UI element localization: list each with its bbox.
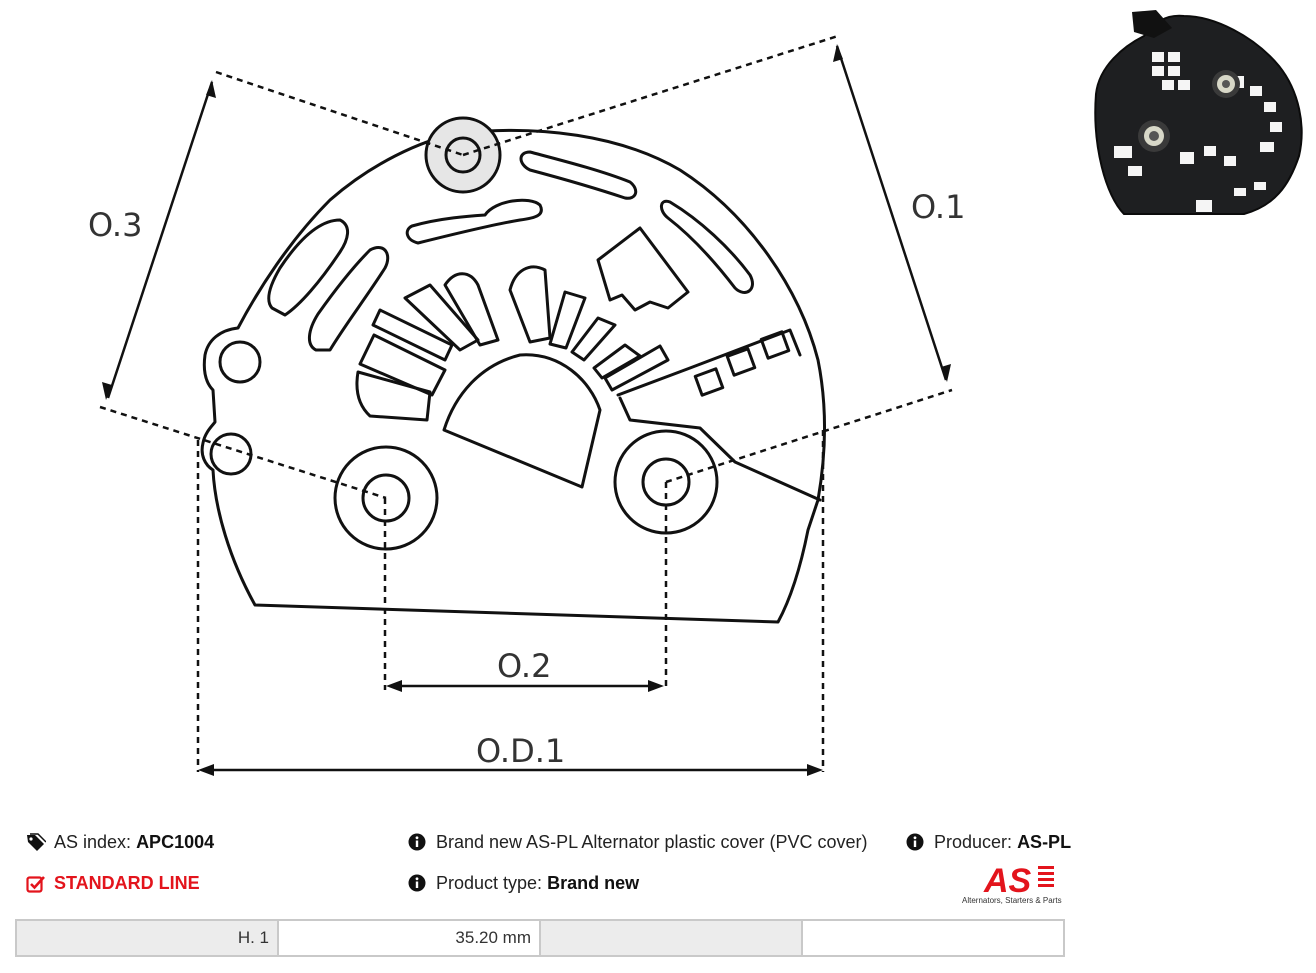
mount-boss-left (333, 445, 439, 551)
dim-label-o3: O.3 (88, 206, 142, 244)
slot-left-outer (267, 218, 349, 317)
producer-value: AS-PL (1017, 832, 1072, 852)
slot-right (660, 199, 754, 294)
description-row: Brand new AS-PL Alternator plastic cover… (408, 832, 868, 853)
hole-left-bottom (209, 432, 253, 476)
spec-cell-label: H. 1 (17, 921, 279, 955)
dim-label-o2: O.2 (497, 647, 551, 685)
mount-boss-right (613, 429, 719, 535)
spec-cell-value: 35.20 mm (279, 921, 541, 955)
logo-tagline: Alternators, Starters & Parts (962, 896, 1062, 905)
square-cutout (596, 226, 690, 312)
standard-line-label: STANDARD LINE (54, 873, 200, 893)
info-circle-icon (408, 874, 428, 894)
info-circle-icon (408, 833, 428, 853)
central-hub-cutout (442, 353, 602, 489)
producer-label: Producer: (934, 832, 1013, 852)
producer-row: Producer: AS-PL (906, 832, 1071, 853)
spec-cell-value-empty (803, 921, 1063, 955)
check-square-icon (26, 874, 46, 894)
product-photo (1094, 10, 1303, 215)
description-text: Brand new AS-PL Alternator plastic cover… (436, 832, 868, 852)
as-index-row: AS index: APC1004 (26, 832, 214, 853)
line-row: STANDARD LINE (26, 873, 200, 894)
technical-drawing: O.3 O.1 O.2 O.D.1 (88, 34, 965, 776)
slot-top (519, 150, 638, 200)
dim-label-od1: O.D.1 (476, 732, 565, 770)
hole-left-top (218, 340, 262, 384)
info-circle-icon (906, 833, 926, 853)
slot-mid (405, 198, 543, 245)
as-pl-logo-mark: AS (983, 862, 1054, 900)
spec-table: H. 1 35.20 mm (15, 919, 1065, 957)
product-type-label: Product type: (436, 873, 543, 893)
as-index-label: AS index: (54, 832, 132, 852)
tag-icon (26, 832, 46, 853)
spec-cell-label-empty (541, 921, 803, 955)
as-pl-logo: AS Alternators, Starters & Parts (962, 862, 1072, 908)
cover-outline (200, 128, 826, 624)
slot-left-inner (308, 246, 390, 352)
product-type-row: Product type: Brand new (408, 873, 639, 894)
dim-label-o1: O.1 (911, 188, 965, 226)
as-index-value: APC1004 (136, 832, 215, 852)
product-type-value: Brand new (547, 873, 640, 893)
svg-text:AS: AS (983, 862, 1032, 896)
